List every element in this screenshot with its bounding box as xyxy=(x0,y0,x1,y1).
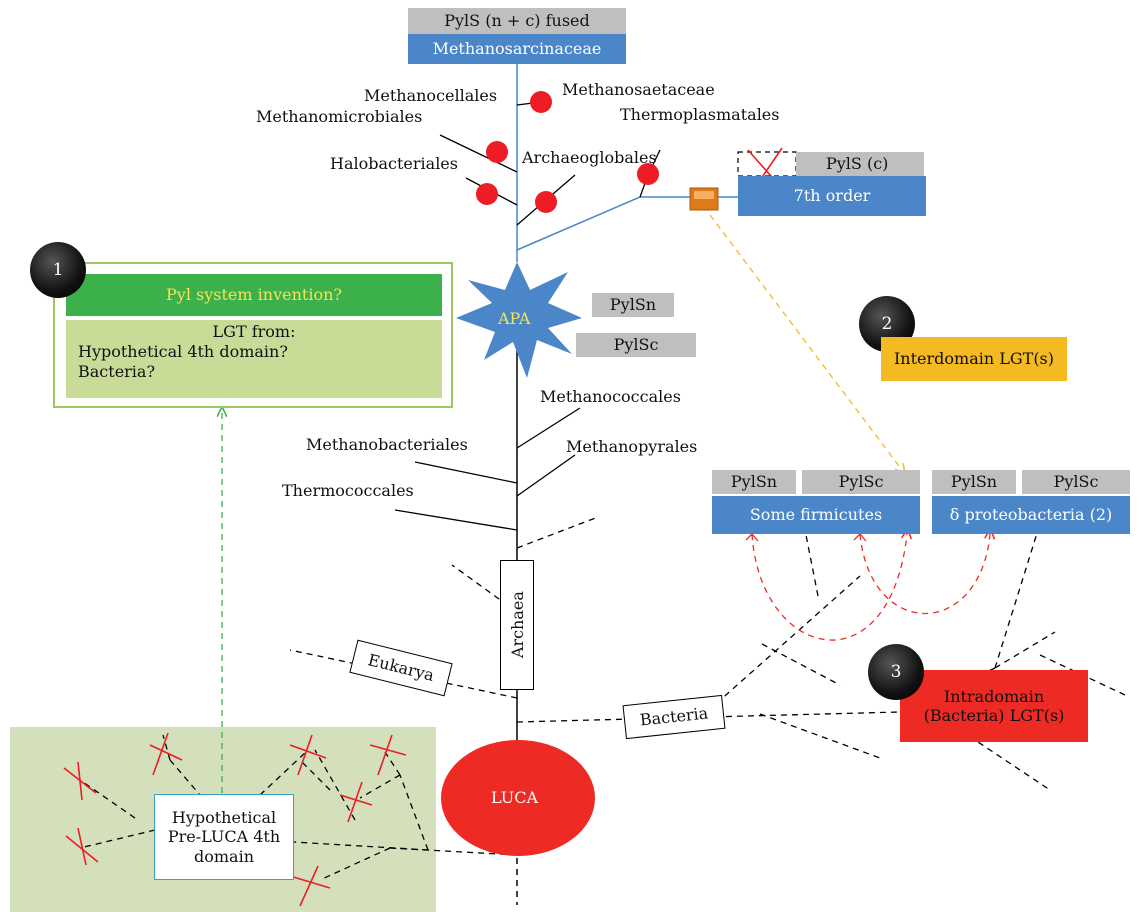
apa-label: APA xyxy=(498,309,531,328)
label-methanosaetaceae: Methanosaetaceae xyxy=(562,80,715,99)
box1-line1: LGT from: xyxy=(212,322,296,341)
firmicutes-pylsc-text: PylSc xyxy=(838,472,884,492)
seventh-order-text: 7th order xyxy=(793,186,871,206)
label-thermoplasmatales: Thermoplasmatales xyxy=(620,105,780,124)
firmicutes-pylsn: PylSn xyxy=(712,470,796,494)
box1-line2: Hypothetical 4th domain? xyxy=(78,342,288,361)
delta-pylsn: PylSn xyxy=(932,470,1016,494)
firmicutes-box: Some firmicutes xyxy=(712,496,920,534)
interdomain-lgt-text: Interdomain LGT(s) xyxy=(893,349,1055,369)
box1-title-text: Pyl system invention? xyxy=(166,285,342,305)
intradomain-lgt-text: Intradomain (Bacteria) LGT(s) xyxy=(923,686,1065,725)
pyls-fused-text: PylS (n + c) fused xyxy=(444,11,590,31)
marker-3: 3 xyxy=(868,644,924,700)
label-methanobacteriales: Methanobacteriales xyxy=(306,435,468,454)
label-methanomicrobiales: Methanomicrobiales xyxy=(256,107,423,126)
box1-line3: Bacteria? xyxy=(78,362,156,381)
archaea-text: Archaea xyxy=(507,591,527,659)
dot-thermoplasmatales xyxy=(637,163,659,185)
label-thermococcales: Thermococcales xyxy=(282,481,414,500)
box1-title: Pyl system invention? xyxy=(66,274,442,316)
label-archaeoglobales: Archaeoglobales xyxy=(522,148,657,167)
apa-pylsn: PylSn xyxy=(592,293,674,317)
methanosarcinaceae-box: Methanosarcinaceae xyxy=(408,34,626,64)
firmicutes-pylsn-text: PylSn xyxy=(730,472,778,492)
red-arc-2 xyxy=(859,534,990,615)
luca-label: LUCA xyxy=(491,788,539,807)
dot-methanocellales xyxy=(486,141,508,163)
preluca-text: Hypothetical Pre-LUCA 4th domain xyxy=(167,808,281,866)
label-methanococcales: Methanococcales xyxy=(540,387,681,406)
marker-1: 1 xyxy=(30,242,86,298)
apa-pylsn-text: PylSn xyxy=(609,295,657,315)
apa-pylsc-text: PylSc xyxy=(613,335,659,355)
pyls-fused-label: PylS (n + c) fused xyxy=(408,8,626,34)
dot-halobacteriales xyxy=(476,183,498,205)
preluca-box: Hypothetical Pre-LUCA 4th domain xyxy=(154,794,294,880)
delta-pylsn-text: PylSn xyxy=(950,472,998,492)
box1-body: LGT from: Hypothetical 4th domain? Bacte… xyxy=(66,320,442,398)
delta-pylsc-text: PylSc xyxy=(1053,472,1099,492)
dot-methanosaetaceae xyxy=(530,91,552,113)
delta-box: δ proteobacteria (2) xyxy=(932,496,1130,534)
luca-ellipse xyxy=(441,740,595,856)
label-methanopyrales: Methanopyrales xyxy=(566,437,698,456)
firmicutes-text: Some firmicutes xyxy=(749,505,883,525)
label-halobacteriales: Halobacteriales xyxy=(330,154,458,173)
interdomain-lgt-box: Interdomain LGT(s) xyxy=(881,337,1067,381)
pyls-c-label: PylS (c) xyxy=(796,152,924,176)
delta-text: δ proteobacteria (2) xyxy=(949,505,1113,525)
red-arc-1 xyxy=(751,534,907,641)
seventh-order-box: 7th order xyxy=(738,176,926,216)
firmicutes-pylsc: PylSc xyxy=(802,470,920,494)
bacteria-text: Bacteria xyxy=(638,703,710,730)
delta-pylsc: PylSc xyxy=(1022,470,1130,494)
apa-pylsc: PylSc xyxy=(576,333,696,357)
orange-arrow xyxy=(709,214,902,470)
archaea-label: Archaea xyxy=(500,560,534,690)
apa-star xyxy=(456,262,582,378)
methanosarcinaceae-text: Methanosarcinaceae xyxy=(432,39,602,59)
pyls-c-text: PylS (c) xyxy=(826,154,889,174)
dot-archaeoglobales xyxy=(535,191,557,213)
label-methanocellales: Methanocellales xyxy=(364,86,498,105)
intradomain-lgt-box: Intradomain (Bacteria) LGT(s) xyxy=(900,670,1088,742)
